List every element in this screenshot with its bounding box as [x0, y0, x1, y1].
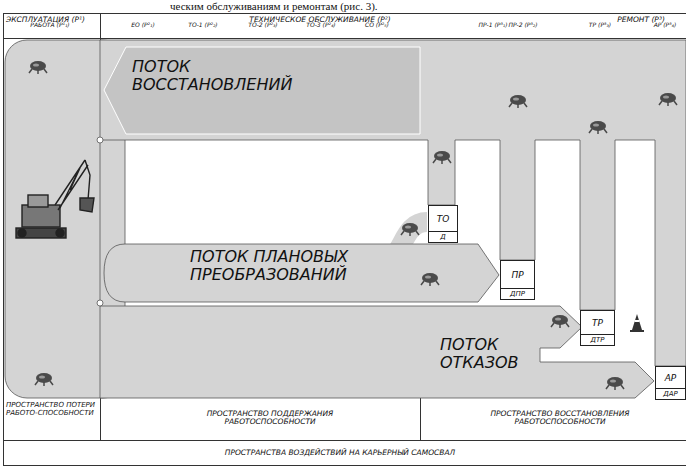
sub-header: ТО-3 (Р²₄): [306, 22, 336, 29]
box-title: АР: [656, 367, 685, 388]
process-box: ПРДПР: [500, 260, 535, 300]
traffic-cone: [630, 314, 644, 332]
region-label: ПРОСТРАНСТВО ПОДДЕРЖАНИЯ РАБОТОСПОСОБНОС…: [160, 410, 380, 427]
footer-rule: [3, 440, 686, 441]
flow-label: ПОТОК ПЛАНОВЫХ ПРЕОБРАЗОВАНИЙ: [190, 248, 368, 283]
sub-header: РАБОТА (Р¹₁): [30, 22, 70, 29]
box-subtitle: Д: [429, 231, 457, 242]
region-label: ПРОСТРАНСТВО ПОТЕРИ РАБОТО-СПОСОБНОСТИ: [6, 402, 98, 417]
process-box: ТОД: [428, 205, 458, 243]
frame: [4, 14, 686, 466]
box-subtitle: ДПР: [501, 288, 534, 299]
planned-flow: [104, 244, 499, 302]
process-box: АРДАР: [655, 366, 686, 400]
header-rule: [3, 38, 686, 39]
sub-header: ТР (Р³₃): [585, 22, 615, 29]
sub-header: ТО-2 (Р²₃): [248, 22, 278, 29]
flow-label: ПОТОК ВОССТАНОВЛЕНИЙ: [132, 58, 312, 93]
box-title: ТР: [581, 311, 614, 334]
sub-header: СО (Р²₅): [362, 22, 392, 29]
flow-label: ПОТОК ОТКАЗОВ: [440, 336, 538, 371]
caption-fragment: ческим обслуживаниям и ремонтам (рис. 3)…: [170, 0, 510, 12]
column-rule: [100, 13, 101, 40]
sub-header: ЕО (Р²₁): [128, 22, 158, 29]
restoration-arrow: [104, 47, 420, 134]
sub-header: ПР-1 (Р³₁): [478, 22, 508, 29]
region-label: ПРОСТРАНСТВО ВОССТАНОВЛЕНИЯ РАБОТОСПОСОБ…: [450, 410, 670, 427]
excavator: [16, 160, 94, 238]
box-subtitle: ДАР: [656, 388, 685, 399]
failure-flow: [100, 306, 654, 398]
sub-header: АР (Р³₄): [650, 22, 680, 29]
sub-header: ПР-2 (Р³₂): [508, 22, 538, 29]
column-rule: [420, 398, 421, 440]
sub-header: ТО-1 (Р²₂): [188, 22, 218, 29]
region-label: ПРОСТРАНСТВА ВОЗДЕЙСТВИЙ НА КАРЬЕРНЫЙ СА…: [170, 449, 510, 457]
box-title: ТО: [429, 206, 457, 231]
box-subtitle: ДТР: [581, 334, 614, 345]
column-rule: [100, 398, 101, 440]
box-title: ПР: [501, 261, 534, 288]
process-box: ТРДТР: [580, 310, 615, 346]
